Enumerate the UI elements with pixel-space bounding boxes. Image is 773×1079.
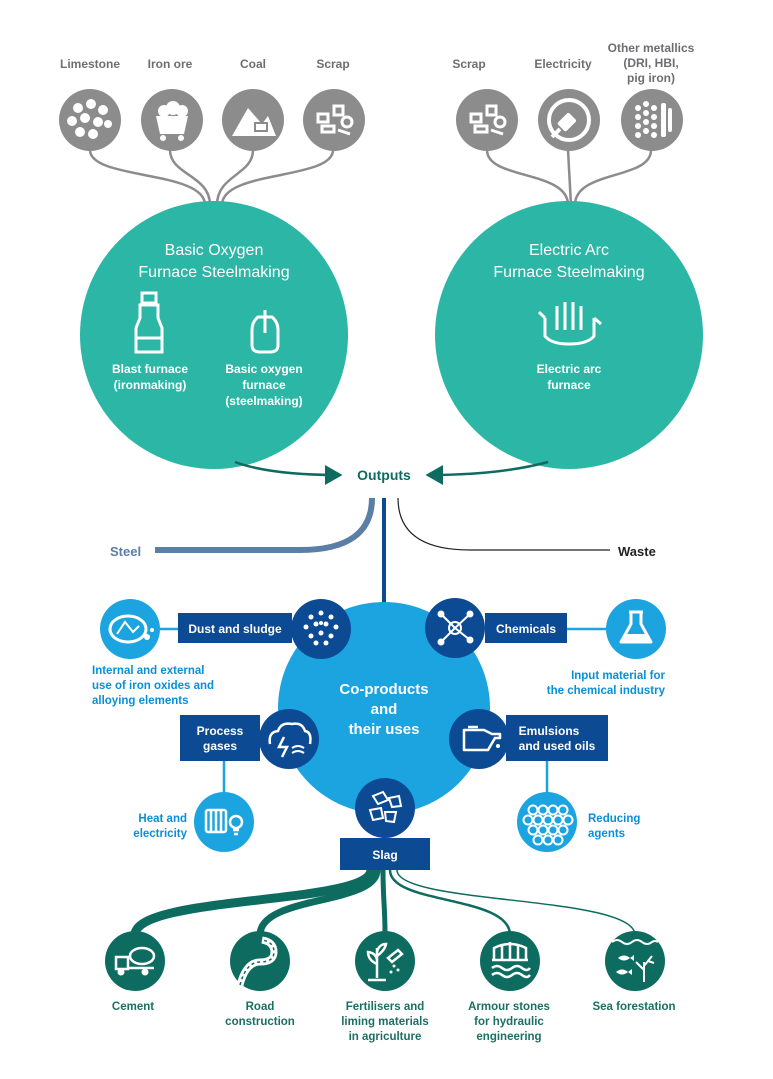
slag-label: Slag [372, 848, 397, 862]
slag-box [340, 838, 430, 870]
flask-icon [606, 599, 666, 659]
coal-icon [222, 89, 284, 151]
slag-icon [355, 778, 415, 838]
process-gases-icon [259, 709, 319, 769]
slag-use-armour-1: Armour stones [468, 1001, 550, 1013]
emulsions-label-2: and used oils [519, 739, 596, 753]
input-label-other-metallics-2: (DRI, HBI, [623, 56, 678, 70]
scrap-eaf-icon [456, 89, 518, 151]
slag-use-fertilisers-3: in agriculture [349, 1031, 422, 1043]
input-label-limestone: Limestone [60, 57, 120, 71]
coproducts-title-3: their uses [349, 721, 420, 738]
bof-circle: Basic Oxygen Furnace Steelmaking Blast f… [80, 201, 348, 469]
fertiliser-plant-icon [355, 931, 415, 991]
reducing-agents-icon [517, 792, 577, 852]
chemicals-molecule-icon [425, 598, 485, 658]
chemicals-label: Chemicals [496, 622, 556, 636]
eaf-circle: Electric Arc Furnace Steelmaking Electri… [435, 201, 703, 469]
electric-arc-furnace-icon [537, 302, 602, 346]
cement-truck-icon [105, 931, 165, 991]
dust-sludge-label: Dust and sludge [188, 622, 282, 636]
scrap-icon [303, 89, 365, 151]
input-label-electricity: Electricity [534, 57, 592, 71]
chem-use-1: Input material for [571, 670, 665, 682]
bof-right-label-1: Basic oxygen [225, 362, 302, 376]
eaf-input-labels: Scrap Electricity Other metallics (DRI, … [452, 41, 694, 85]
bof-input-labels: Limestone Iron ore Coal Scrap [60, 57, 350, 71]
armour-stones-icon [480, 931, 540, 991]
gas-use-2: electricity [133, 828, 187, 840]
dust-sludge-icon [291, 599, 351, 659]
slag-use-armour-3: engineering [476, 1031, 541, 1043]
slag-distribution-lines [130, 868, 636, 937]
bof-left-label-2: (ironmaking) [114, 378, 187, 392]
slag-use-sea-forestation: Sea forestation [592, 1001, 675, 1013]
chemicals-box [485, 613, 567, 643]
slag-use-labels: Cement Road construction Fertilisers and… [112, 1001, 676, 1043]
emulsions-label-1: Emulsions [519, 724, 580, 738]
electricity-plug-icon [538, 89, 600, 151]
coproducts-title-2: and [371, 701, 398, 718]
iron-ore-icon [141, 89, 203, 151]
slag-use-fertilisers-1: Fertilisers and [346, 1001, 425, 1013]
oil-use-2: agents [588, 828, 625, 840]
sea-forestation-icon [605, 931, 665, 991]
coproducts-title-1: Co-products [339, 681, 428, 698]
eaf-title-line2: Furnace Steelmaking [493, 264, 644, 281]
process-gases-label-2: gases [203, 739, 237, 753]
eaf-input-connectors [485, 149, 653, 206]
input-label-coal: Coal [240, 57, 266, 71]
bof-left-label-1: Blast furnace [112, 362, 188, 376]
chem-use-2: the chemical industry [547, 685, 666, 697]
iron-oxide-icon [100, 599, 160, 659]
slag-use-fertilisers-2: liming materials [341, 1016, 429, 1028]
blast-furnace-icon [134, 291, 164, 354]
steel-flow-line [155, 497, 375, 553]
input-label-scrap: Scrap [316, 57, 349, 71]
waste-label: Waste [618, 544, 656, 559]
bof-input-connectors [88, 149, 335, 206]
input-label-scrap-eaf: Scrap [452, 57, 485, 71]
bof-title-line2: Furnace Steelmaking [138, 264, 289, 281]
input-label-other-metallics: Other metallics [608, 41, 695, 55]
use-connectors [160, 627, 607, 795]
outputs-arrows [234, 460, 549, 485]
eaf-label-2: furnace [547, 378, 591, 392]
eaf-title-line1: Electric Arc [529, 242, 609, 259]
outputs-label: Outputs [357, 467, 411, 483]
dust-sludge-box [178, 613, 292, 643]
coproducts-title: Co-products and their uses [339, 681, 428, 738]
limestone-icon [59, 89, 121, 151]
input-label-iron-ore: Iron ore [148, 57, 193, 71]
bof-right-label-2: furnace [242, 378, 286, 392]
bof-right-label-3: (steelmaking) [225, 394, 302, 408]
slag-use-road-1: Road [246, 1001, 275, 1013]
steel-label: Steel [110, 544, 141, 559]
basic-oxygen-furnace-icon [250, 310, 280, 354]
process-gases-box [180, 715, 260, 761]
dust-use-2: use of iron oxides and [92, 680, 214, 692]
dust-use-3: alloying elements [92, 695, 189, 707]
oil-can-icon [449, 709, 509, 769]
waste-flow-line [397, 497, 610, 551]
eaf-label-1: Electric arc [537, 362, 602, 376]
other-metallics-icon [621, 89, 683, 151]
slag-use-road-2: construction [225, 1016, 295, 1028]
input-label-other-metallics-3: pig iron) [627, 71, 675, 85]
oil-use-1: Reducing [588, 813, 640, 825]
emulsions-box [506, 715, 608, 761]
bof-title-line1: Basic Oxygen [165, 242, 264, 259]
process-gases-label-1: Process [197, 724, 244, 738]
road-icon [230, 931, 290, 991]
dust-use-1: Internal and external [92, 665, 204, 677]
slag-use-armour-2: for hydraulic [474, 1016, 544, 1028]
slag-use-cement: Cement [112, 1001, 154, 1013]
heat-electricity-icon [194, 792, 254, 852]
gas-use-1: Heat and [138, 813, 187, 825]
